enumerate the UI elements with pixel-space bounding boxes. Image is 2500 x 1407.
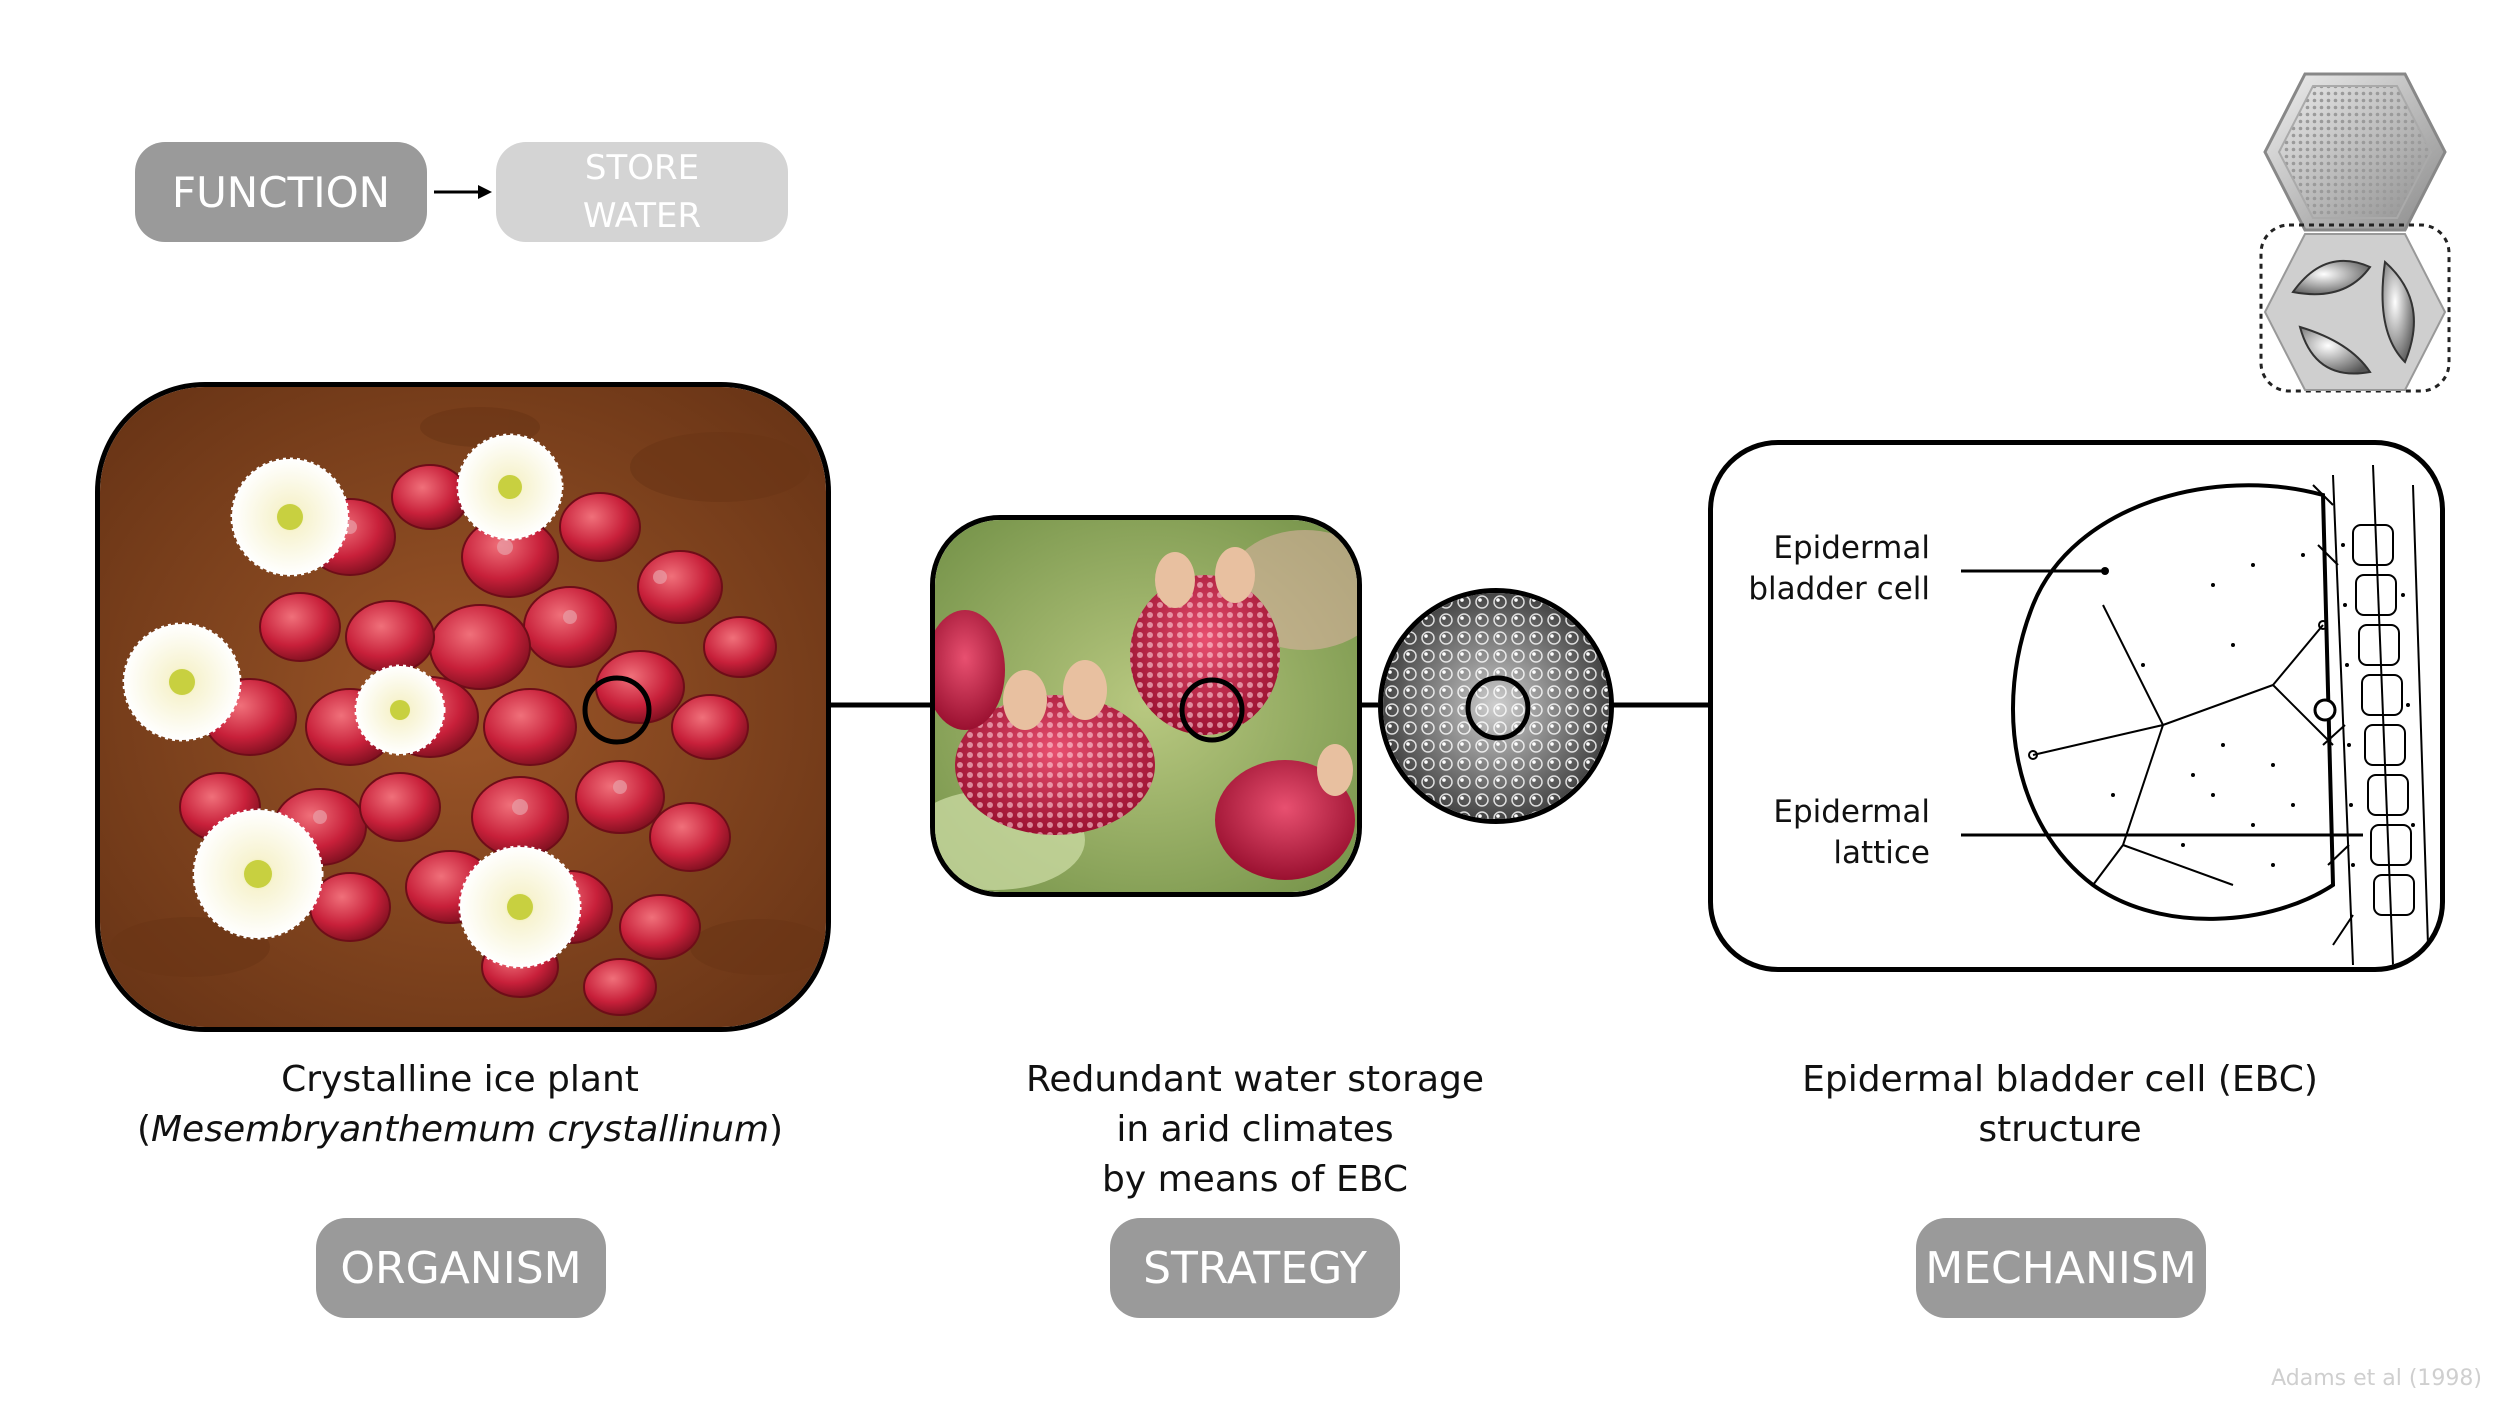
strategy-caption: Redundant water storage in arid climates… (895, 1055, 1615, 1205)
strategy-photo (930, 515, 1362, 897)
ice-plant-illustration (100, 387, 826, 1027)
mechanism-pill: MECHANISM (1916, 1218, 2206, 1318)
organism-caption: Crystalline ice plant (Mesembryanthemum … (60, 1055, 860, 1155)
organism-photo (95, 382, 831, 1032)
water-bubbles-illustration (1383, 593, 1609, 819)
function-pill: FUNCTION (135, 142, 427, 242)
organism-tag: ORGANISM (340, 1242, 582, 1294)
mechanism-caption-line1: Epidermal bladder cell (EBC) (1802, 1059, 2318, 1100)
organism-caption-close: ) (769, 1109, 784, 1150)
organism-caption-open: ( (136, 1109, 151, 1150)
function-value-line1: STORE (584, 148, 700, 188)
microscopy-photo (1378, 588, 1614, 824)
organism-zoom-marker (582, 675, 652, 745)
function-value-line2: WATER (582, 196, 702, 236)
source-credit: Adams et al (1998) (2271, 1366, 2482, 1391)
leaf-closeup-illustration (935, 520, 1357, 892)
strategy-zoom-marker (1179, 677, 1245, 743)
label-lattice: Epidermal lattice (1730, 792, 1930, 874)
mechanism-caption-line2: structure (1978, 1109, 2142, 1150)
strategy-caption-line1: Redundant water storage (1025, 1059, 1485, 1100)
label-bladder-cell: Epidermal bladder cell (1730, 528, 1930, 610)
label-lattice-line2: lattice (1833, 835, 1930, 871)
micro-zoom-marker (1465, 675, 1531, 741)
organism-caption-line1: Crystalline ice plant (281, 1059, 639, 1100)
strategy-pill: STRATEGY (1110, 1218, 1400, 1318)
function-label: FUNCTION (171, 167, 391, 217)
label-lattice-line1: Epidermal (1773, 794, 1930, 830)
label-bladder-line1: Epidermal (1773, 530, 1930, 566)
organism-species: Mesembryanthemum crystallinum (150, 1109, 770, 1150)
strategy-caption-line2: in arid climates (1116, 1109, 1394, 1150)
bladder-cell-drawing (1961, 464, 2429, 966)
function-value-pill: STORE WATER (496, 142, 788, 242)
mechanism-caption: Epidermal bladder cell (EBC) structure (1660, 1055, 2460, 1155)
organism-caption-line2: (Mesembryanthemum crystallinum) (60, 1105, 860, 1155)
strategy-caption-line3: by means of EBC (1102, 1159, 1408, 1200)
label-bladder-line2: bladder cell (1748, 571, 1930, 607)
strategy-tag: STRATEGY (1143, 1242, 1367, 1294)
organism-pill: ORGANISM (316, 1218, 606, 1318)
hexagon-cell-icon (2259, 72, 2451, 393)
mechanism-diagram (1708, 440, 2445, 972)
mechanism-tag: MECHANISM (1925, 1242, 2197, 1294)
function-arrow (434, 185, 492, 199)
